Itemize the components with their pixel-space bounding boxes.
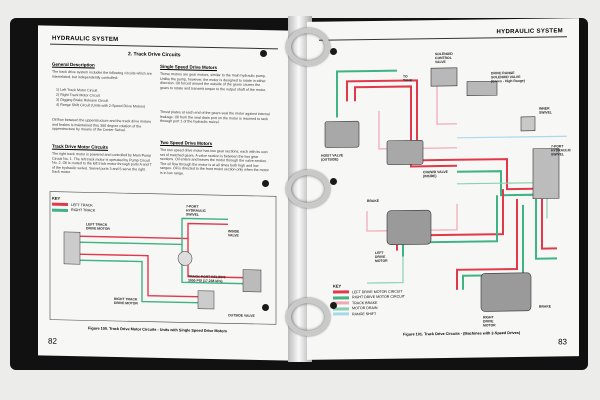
- key-item: MOTOR DRAIN: [333, 306, 405, 311]
- right-drive-motor-shape: [197, 290, 215, 310]
- key-title: KEY: [333, 283, 342, 289]
- left-motor-label: LEFT DRIVE MOTOR: [375, 250, 388, 263]
- hydraulic-swivel-shape: [532, 148, 560, 200]
- punch-hole: [330, 302, 337, 309]
- left-motor-shape: [386, 209, 432, 246]
- key-label: LEFT DRIVE MOTOR CIRCUIT: [352, 289, 403, 294]
- right-motor-shape: [480, 272, 532, 312]
- key-item: TRACK BRAKE: [333, 300, 405, 305]
- key-swatch: [333, 312, 349, 316]
- page-number: 83: [558, 337, 567, 347]
- brake-top-label: BRAKE: [367, 198, 380, 204]
- left-drive-motor-shape: [63, 231, 81, 265]
- punch-hole: [330, 48, 337, 55]
- to-tank-label: TO TANK: [403, 74, 413, 83]
- hoist-valve-label: HOIST VALVE (OUTSIDE): [321, 153, 344, 162]
- key-swatch: [333, 295, 349, 300]
- right-key: KEY LEFT DRIVE MOTOR CIRCUIT RIGHT DRIVE…: [333, 283, 405, 317]
- key-label: MOTOR DRAIN: [352, 305, 378, 311]
- key-swatch: [333, 290, 349, 294]
- relief-label: TRACK PORT RELIEFS 3000 PSI (17.238 kPa): [188, 274, 226, 284]
- outside-valve-label: OUTSIDE VALVE: [228, 313, 255, 318]
- range-solenoid-shape: [466, 80, 498, 96]
- inner-swivel-label: INNER SWIVEL: [539, 106, 552, 115]
- left-motor-label: LEFT TRACK DRIVE MOTOR: [86, 222, 110, 231]
- left-page: HYDRAULIC SYSTEM 2. Track Drive Circuits…: [38, 25, 290, 361]
- right-motor-label: RIGHT DRIVE MOTOR: [483, 315, 496, 328]
- key-item: RIGHT DRIVE MOTOR CIRCUIT: [333, 295, 405, 300]
- drive-range-label: DRIVE RANGE SOLENOID VALVE (Green - High…: [491, 71, 525, 84]
- key-label: RANGE SHIFT: [352, 311, 377, 316]
- binder-ring: [286, 298, 330, 336]
- track-drive-diagram: [49, 191, 277, 325]
- page-number: 82: [48, 336, 57, 346]
- punch-hole: [262, 180, 269, 187]
- key-label: RIGHT DRIVE MOTOR CIRCUIT: [352, 294, 405, 300]
- crowd-valve-shape: [386, 140, 424, 166]
- right-motor-label: RIGHT TRACK DRIVE MOTOR: [114, 296, 138, 306]
- swivel-label: 7-PORT HYDRAULIC SWIVEL: [186, 204, 206, 217]
- binder-ring: [286, 28, 330, 66]
- seven-port-swivel-label: 7-PORT HYDRAULIC SWIVEL: [551, 144, 571, 157]
- inside-valve-label: INSIDE VALVE: [228, 229, 240, 238]
- swivel-shape: [177, 251, 193, 266]
- punch-hole: [330, 178, 337, 185]
- track-drive-2speed-diagram: [324, 67, 567, 312]
- brake-bottom-label: BRAKE: [539, 304, 552, 309]
- valve-shape: [242, 269, 262, 293]
- crowd-valve-label: CROWD VALVE (INSIDE): [423, 169, 448, 179]
- solenoid-valve-shape: [430, 67, 458, 87]
- inner-swivel-shape: [520, 116, 536, 132]
- punch-hole: [262, 304, 269, 311]
- key-item: LEFT DRIVE MOTOR CIRCUIT: [333, 289, 405, 294]
- right-page: HYDRAULIC SYSTEM TO TANK SOLEN: [307, 18, 579, 360]
- key-label: TRACK BRAKE: [352, 300, 378, 305]
- hoist-valve-shape: [324, 120, 360, 148]
- binder-ring: [286, 170, 330, 208]
- solenoid-valve-label: SOLENOID CONTROL VALVE: [435, 51, 453, 65]
- punch-hole: [260, 50, 267, 57]
